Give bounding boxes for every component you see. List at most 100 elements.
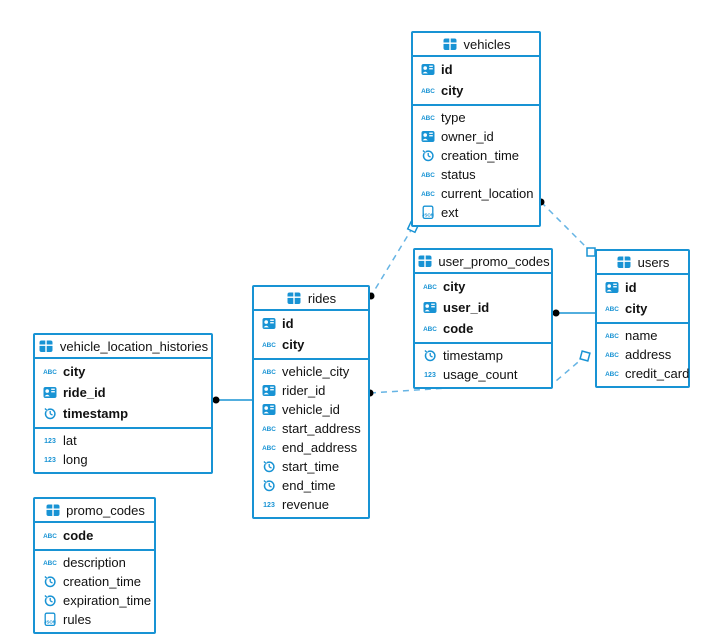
relationship-vehicles-users[interactable]	[540, 201, 591, 252]
number-icon: 123	[41, 433, 58, 448]
svg-text:ABC: ABC	[262, 445, 276, 452]
column-row-rider_id[interactable]: rider_id	[254, 381, 368, 400]
key-column-name: city	[625, 301, 648, 316]
svg-text:ABC: ABC	[605, 333, 619, 340]
svg-text:ABC: ABC	[262, 342, 276, 349]
column-name: address	[625, 347, 672, 362]
column-row-ride_id[interactable]: ride_id	[35, 382, 211, 403]
time-icon	[41, 593, 58, 608]
column-name: current_location	[441, 186, 534, 201]
column-row-end_time[interactable]: end_time	[254, 476, 368, 495]
svg-text:ABC: ABC	[421, 115, 435, 122]
json-icon: JSON	[419, 205, 436, 220]
table-icon	[442, 37, 459, 52]
text-icon: ABC	[260, 421, 277, 436]
column-name: expiration_time	[63, 593, 152, 608]
table-title: vehicle_location_histories	[59, 338, 209, 354]
column-row-city[interactable]: ABC city	[254, 334, 368, 355]
key-column-name: city	[282, 337, 305, 352]
column-row-end_address[interactable]: ABC end_address	[254, 438, 368, 457]
column-row-creation_time[interactable]: creation_time	[35, 572, 154, 591]
svg-text:123: 123	[44, 457, 56, 464]
column-row-address[interactable]: ABC address	[597, 345, 688, 364]
text-icon: ABC	[419, 167, 436, 182]
column-name: start_time	[282, 459, 340, 474]
column-name: vehicle_city	[282, 364, 350, 379]
svg-text:ABC: ABC	[605, 352, 619, 359]
column-name: rider_id	[282, 383, 326, 398]
column-name: credit_card	[625, 366, 690, 381]
column-name: end_address	[282, 440, 358, 455]
column-row-timestamp[interactable]: timestamp	[415, 346, 551, 365]
svg-text:ABC: ABC	[262, 369, 276, 376]
table-header[interactable]: user_promo_codes	[415, 250, 551, 274]
key-column-name: ride_id	[63, 385, 106, 400]
table-header[interactable]: vehicle_location_histories	[35, 335, 211, 359]
column-name: owner_id	[441, 129, 494, 144]
column-row-timestamp[interactable]: timestamp	[35, 403, 211, 424]
key-column-name: timestamp	[63, 406, 129, 421]
time-icon	[421, 348, 438, 363]
relationship-vehicles-rides[interactable]	[370, 226, 414, 297]
table-header[interactable]: rides	[254, 287, 368, 311]
number-icon: 123	[421, 367, 438, 382]
column-row-vehicle_id[interactable]: vehicle_id	[254, 400, 368, 419]
column-row-user_id[interactable]: user_id	[415, 297, 551, 318]
column-row-vehicle_city[interactable]: ABC vehicle_city	[254, 362, 368, 381]
relationship-square-marker	[586, 247, 596, 257]
text-icon: ABC	[41, 364, 58, 379]
column-row-owner_id[interactable]: owner_id	[413, 127, 539, 146]
time-icon	[41, 406, 58, 421]
table-title: users	[637, 254, 670, 270]
table-header[interactable]: vehicles	[413, 33, 539, 57]
svg-text:ABC: ABC	[605, 306, 619, 313]
column-row-id[interactable]: id	[413, 59, 539, 80]
uuid-icon	[419, 62, 436, 77]
svg-text:ABC: ABC	[43, 533, 57, 540]
column-name: timestamp	[443, 348, 503, 363]
time-icon	[260, 459, 277, 474]
column-row-id[interactable]: id	[254, 313, 368, 334]
table-header[interactable]: promo_codes	[35, 499, 154, 523]
relationship-dot-marker	[552, 309, 560, 317]
table-title: promo_codes	[66, 502, 145, 518]
column-row-creation_time[interactable]: creation_time	[413, 146, 539, 165]
table-header[interactable]: users	[597, 251, 688, 275]
column-row-expiration_time[interactable]: expiration_time	[35, 591, 154, 610]
column-row-id[interactable]: id	[597, 277, 688, 298]
column-row-start_time[interactable]: start_time	[254, 457, 368, 476]
text-icon: ABC	[421, 279, 438, 294]
column-row-city[interactable]: ABC city	[597, 298, 688, 319]
relationship-rides-users[interactable]	[369, 356, 585, 394]
time-icon	[419, 148, 436, 163]
